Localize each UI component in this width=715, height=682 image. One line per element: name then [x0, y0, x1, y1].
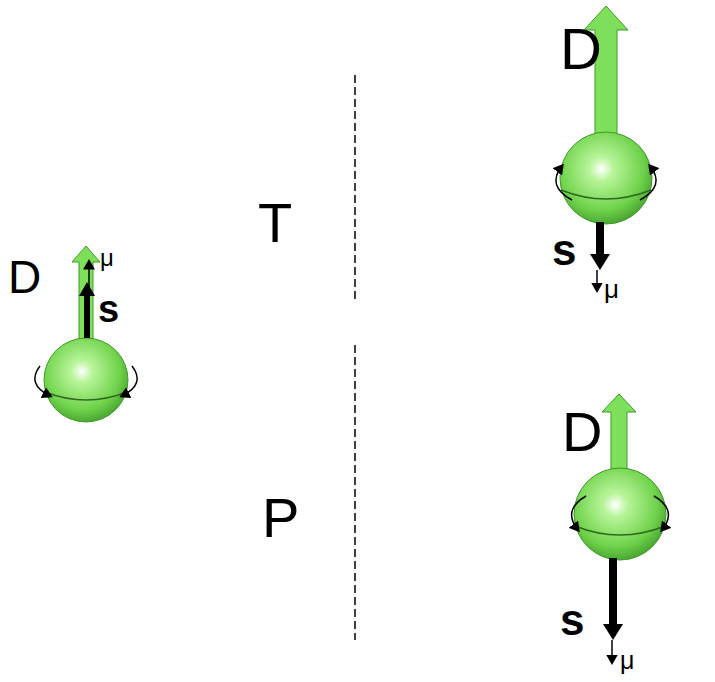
particle-left [35, 246, 137, 422]
spin-label: s [560, 598, 584, 642]
magnetic-moment-label: μ [604, 276, 619, 302]
symmetry-label: T [258, 195, 292, 251]
dipole-label: D [8, 254, 41, 300]
spin-label: s [552, 228, 576, 272]
separator-line [354, 75, 356, 300]
dipole-label: D [562, 404, 602, 460]
symmetry-label: P [262, 490, 299, 546]
dipole-label: D [560, 20, 602, 78]
magnetic-moment-label: μ [100, 246, 114, 270]
separator-line [354, 345, 356, 640]
magnetic-moment-label: μ [620, 648, 634, 673]
spin-label: s [98, 290, 119, 328]
